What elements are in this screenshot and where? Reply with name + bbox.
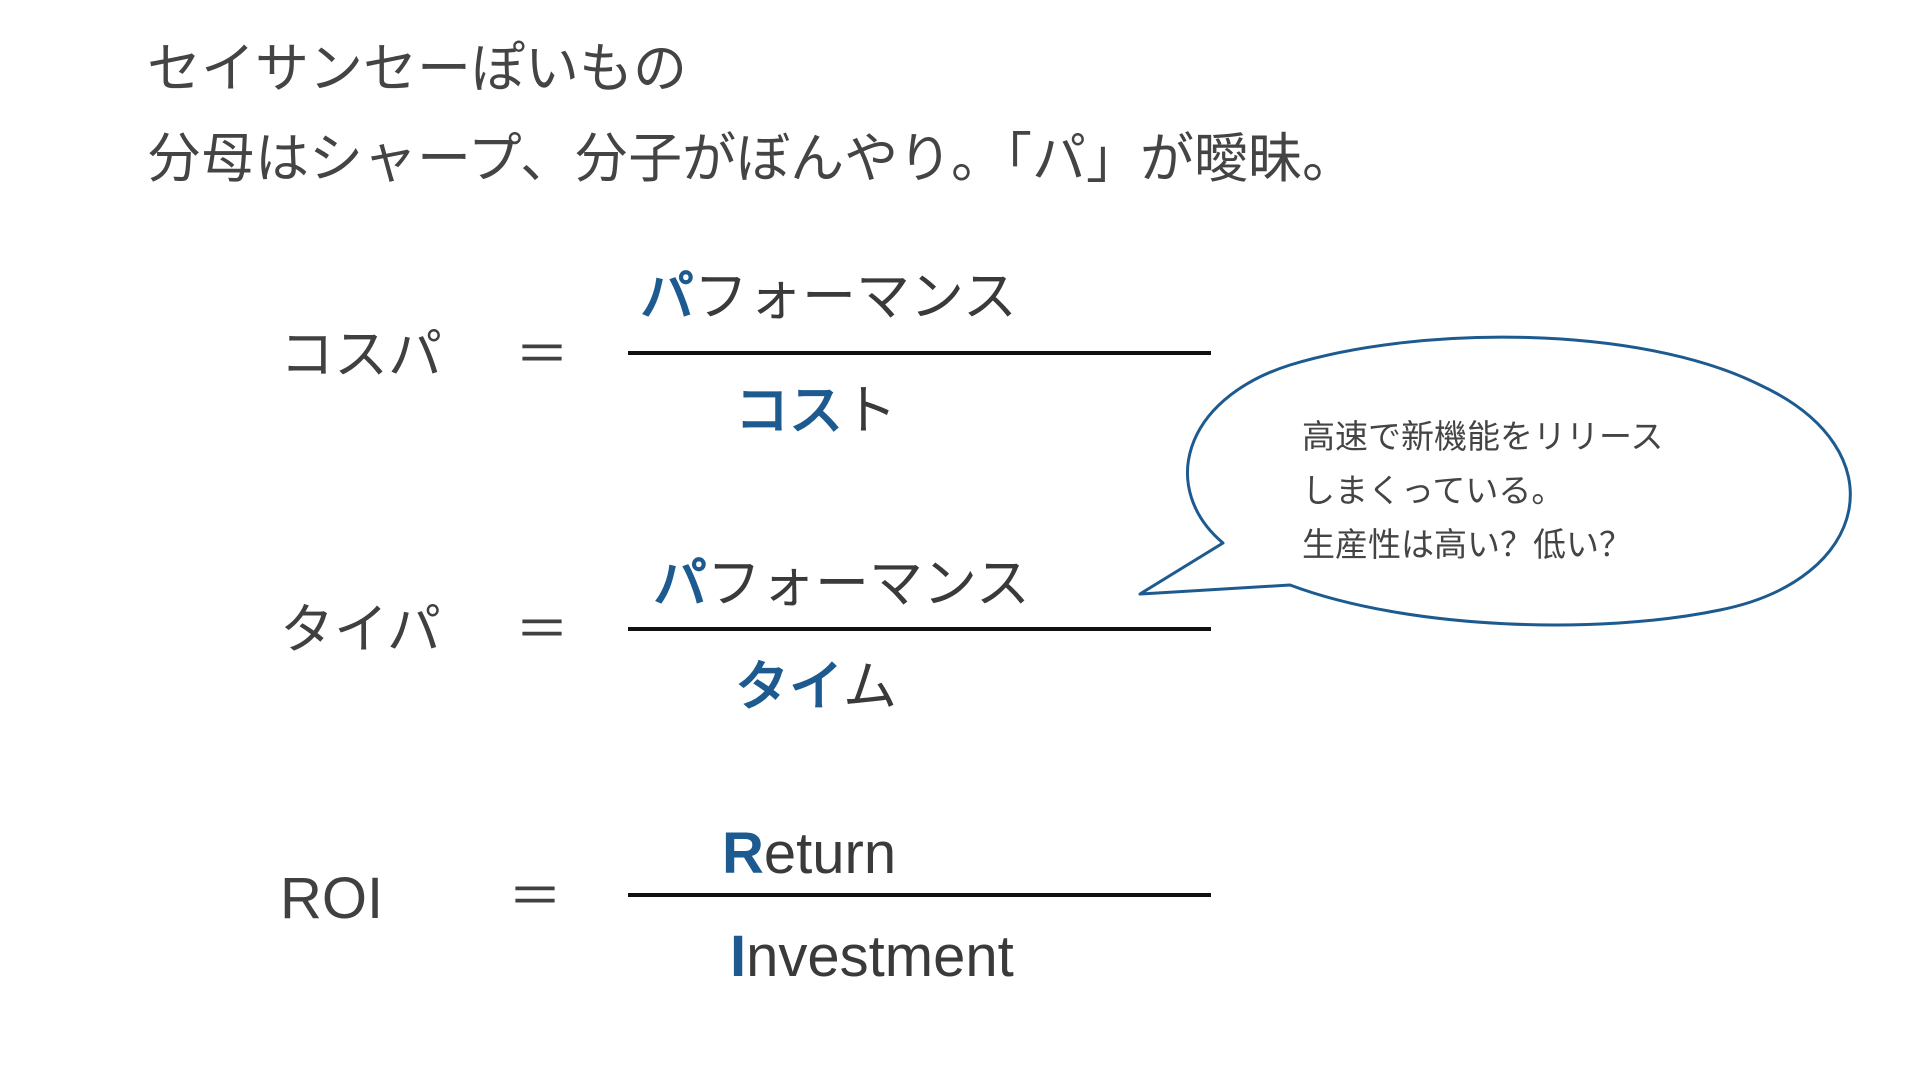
denominator-rest: ト bbox=[843, 379, 897, 442]
formula-denominator: コスト bbox=[735, 384, 897, 438]
formula-lhs: タイパ bbox=[280, 598, 441, 661]
numerator-highlight: R bbox=[722, 821, 764, 886]
numerator-rest: eturn bbox=[763, 821, 897, 886]
formula-lhs: ROI bbox=[280, 866, 384, 931]
numerator-rest: フォーマンス bbox=[707, 552, 1030, 615]
formula-denominator: タイム bbox=[735, 660, 897, 714]
fraction-bar bbox=[628, 627, 1211, 631]
denominator-highlight: タイ bbox=[735, 655, 843, 718]
formula-numerator: パフォーマンス bbox=[640, 270, 1017, 324]
page-subtitle: 分母はシャープ、分子がぼんやり。「パ」が曖昧。 bbox=[147, 127, 1357, 190]
numerator-rest: フォーマンス bbox=[694, 265, 1017, 328]
callout-line: しまくっている。 bbox=[1302, 471, 1565, 510]
equals-sign: ＝ bbox=[508, 865, 562, 928]
page-title: セイサンセーぽいもの bbox=[147, 37, 687, 100]
denominator-rest: nvestment bbox=[746, 924, 1014, 989]
denominator-rest: ム bbox=[843, 655, 897, 718]
denominator-highlight: I bbox=[730, 924, 747, 989]
callout-line: 生産性は高い？低い？ bbox=[1302, 525, 1632, 564]
equals-sign: ＝ bbox=[515, 598, 569, 661]
fraction-bar bbox=[628, 893, 1211, 897]
formula-denominator: Investment bbox=[730, 928, 1014, 986]
numerator-highlight: パ bbox=[653, 552, 707, 615]
callout-line: 高速で新機能をリリース bbox=[1302, 417, 1664, 456]
formula-numerator: パフォーマンス bbox=[653, 557, 1030, 611]
formula-numerator: Return bbox=[722, 825, 896, 883]
speech-bubble-text: 高速で新機能をリリース しまくっている。 生産性は高い？低い？ bbox=[1302, 410, 1663, 572]
fraction-bar bbox=[628, 351, 1211, 355]
numerator-highlight: パ bbox=[640, 265, 694, 328]
denominator-highlight: コス bbox=[735, 379, 843, 442]
formula-lhs: コスパ bbox=[280, 323, 442, 386]
equals-sign: ＝ bbox=[515, 323, 569, 386]
